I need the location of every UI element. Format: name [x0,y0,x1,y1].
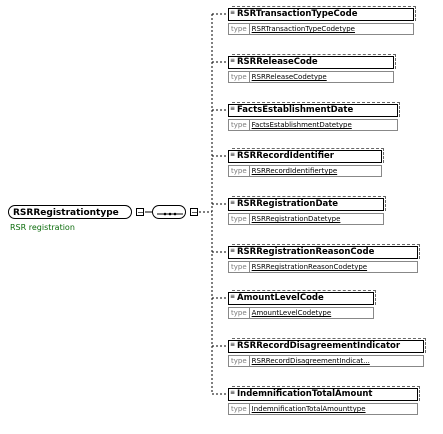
element-icon: ≡ [230,389,236,396]
element-type-link[interactable]: IndemnificationTotalAmounttype [251,405,366,413]
element-icon: ≡ [230,293,236,300]
element-type-link[interactable]: AmountLevelCodetype [251,309,332,317]
element-type-link[interactable]: RSRReleaseCodetype [251,73,327,81]
element-frame [232,148,384,163]
element-icon: ≡ [230,151,236,158]
element-name: RSRTransactionTypeCode [237,9,358,19]
element-name: RSRRecordIdentifier [237,151,334,161]
element-frame [232,196,386,211]
element-frame [232,244,420,259]
sequence-compositor [152,205,186,219]
type-label: type [229,214,250,224]
element-name: IndemnificationTotalAmount [237,389,373,399]
type-label: type [229,356,250,366]
root-element-name: RSRRegistrationtype [13,208,119,218]
element-name: AmountLevelCode [237,293,324,303]
element-name-box: ≡RSRRecordDisagreementIndicator [228,340,424,353]
element-icon: ≡ [230,199,236,206]
element-icon: ≡ [230,341,236,348]
element-type-link[interactable]: RSRRecordDisagreementIndicat... [251,357,370,365]
root-element[interactable]: RSRRegistrationtype [8,205,132,219]
sequence-icon [157,212,183,216]
element-type-link[interactable]: RSRRegistrationDatetype [251,215,341,223]
element-type-link[interactable]: RSRRegistrationReasonCodetype [251,263,368,271]
element-name-box: ≡AmountLevelCode [228,292,374,305]
element-name-box: ≡IndemnificationTotalAmount [228,388,418,401]
type-label: type [229,166,250,176]
element-name: RSRReleaseCode [237,57,318,67]
element-name-box: ≡FactsEstablishmentDate [228,104,398,117]
element-frame [232,102,400,117]
element-frame [232,290,376,305]
element-name: RSRRegistrationReasonCode [237,247,375,257]
type-label: type [229,308,250,318]
element-icon: ≡ [230,9,236,16]
element-type-link[interactable]: FactsEstablishmentDatetype [251,121,352,129]
element-name-box: ≡RSRRegistrationDate [228,198,384,211]
type-label: type [229,72,250,82]
type-label: type [229,404,250,414]
element-type-link[interactable]: RSRRecordIdentifiertype [251,167,338,175]
element-frame [232,6,416,21]
type-label: type [229,24,250,34]
type-label: type [229,120,250,130]
element-name-box: ≡RSRRecordIdentifier [228,150,382,163]
element-icon: ≡ [230,57,236,64]
element-name: RSRRecordDisagreementIndicator [237,341,401,351]
element-frame [232,338,426,353]
root-description: RSR registration [10,223,75,232]
element-icon: ≡ [230,105,236,112]
element-name-box: ≡RSRTransactionTypeCode [228,8,414,21]
element-name-box: ≡RSRReleaseCode [228,56,394,69]
sequence-collapse-icon[interactable]: − [190,208,198,217]
element-name-box: ≡RSRRegistrationReasonCode [228,246,418,259]
element-name: RSRRegistrationDate [237,199,339,209]
element-name: FactsEstablishmentDate [237,105,354,115]
type-label: type [229,262,250,272]
root-collapse-icon[interactable]: − [136,208,144,217]
element-type-link[interactable]: RSRTransactionTypeCodetype [251,25,355,33]
element-frame [232,386,420,401]
element-icon: ≡ [230,247,236,254]
element-frame [232,54,396,69]
